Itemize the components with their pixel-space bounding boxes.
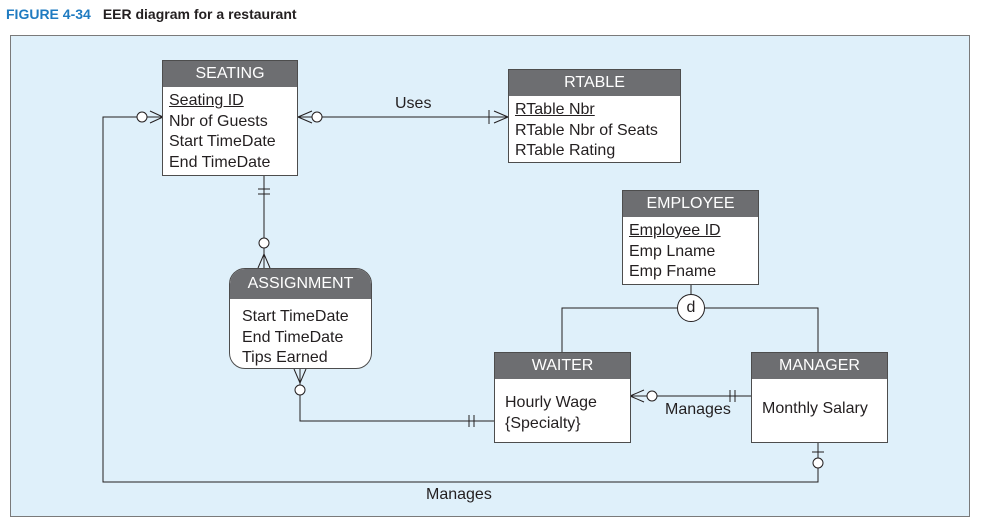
uses-seating-end-crowfoot-optional	[297, 110, 323, 124]
waiter-entity: WAITER Hourly Wage {Specialty}	[494, 352, 631, 443]
assignment-entity-name: ASSIGNMENT	[230, 269, 371, 299]
seating-assignment-bottom-crowfoot-optional	[257, 237, 271, 269]
manager-entity-name: MANAGER	[752, 353, 887, 379]
subtype-waiter-line	[561, 307, 677, 352]
manages-waiter-crowfoot-optional	[629, 389, 658, 403]
rtable-attribute: RTable Rating	[515, 142, 616, 159]
rtable-identifier: RTable Nbr	[515, 101, 595, 118]
assignment-waiter-line	[299, 369, 494, 422]
manages-seating-crowfoot-optional	[136, 110, 164, 124]
assignment-waiter-top-crowfoot-optional	[293, 368, 307, 396]
manages-seating-relationship-label: Manages	[426, 486, 492, 503]
seating-attribute: Start TimeDate	[169, 133, 276, 150]
assignment-waiter-right-mandatory-one	[468, 415, 475, 427]
subtype-manager-line	[705, 307, 819, 352]
figure-caption: FIGURE 4-34 EER diagram for a restaurant	[6, 6, 297, 22]
waiter-entity-name: WAITER	[495, 353, 630, 379]
seating-entity: SEATING Seating ID Nbr of Guests Start T…	[162, 60, 298, 176]
employee-entity-name: EMPLOYEE	[623, 191, 758, 217]
employee-attribute: Emp Lname	[629, 242, 716, 260]
assignment-attribute: Tips Earned	[242, 349, 328, 366]
manager-attribute: Monthly Salary	[762, 400, 868, 417]
seating-attribute: Nbr of Guests	[169, 112, 268, 130]
manages-waiter-relationship-label: Manages	[665, 401, 731, 418]
seating-assignment-top-mandatory-one	[258, 188, 270, 195]
manager-entity: MANAGER Monthly Salary	[751, 352, 888, 443]
waiter-attribute: Hourly Wage	[505, 394, 597, 411]
rtable-entity: RTABLE RTable Nbr RTable Nbr of Seats RT…	[508, 69, 681, 163]
seating-identifier: Seating ID	[169, 92, 244, 109]
uses-rtable-end-crowfoot-mandatory	[488, 110, 509, 124]
assignment-associative-entity: ASSIGNMENT Start TimeDate End TimeDate T…	[229, 268, 372, 369]
employee-identifier: Employee ID	[629, 222, 721, 239]
rtable-attribute: RTable Nbr of Seats	[515, 121, 658, 139]
rtable-entity-name: RTABLE	[509, 70, 680, 96]
waiter-attribute: {Specialty}	[505, 414, 581, 432]
assignment-attribute: End TimeDate	[242, 328, 344, 346]
seating-entity-name: SEATING	[163, 61, 297, 87]
employee-entity: EMPLOYEE Employee ID Emp Lname Emp Fname	[622, 190, 759, 285]
manages-manager-mandatory-one	[729, 390, 736, 402]
employee-attribute: Emp Fname	[629, 263, 717, 280]
assignment-attribute: Start TimeDate	[242, 308, 349, 325]
figure-title: EER diagram for a restaurant	[102, 6, 297, 22]
uses-relationship-label: Uses	[395, 95, 432, 112]
seating-attribute: End TimeDate	[169, 153, 271, 171]
figure-number: FIGURE 4-34	[6, 6, 91, 22]
manages-seating-manager-optional-one	[812, 451, 824, 469]
manages-seating-line	[102, 116, 819, 483]
disjoint-constraint-circle: d	[677, 294, 705, 322]
